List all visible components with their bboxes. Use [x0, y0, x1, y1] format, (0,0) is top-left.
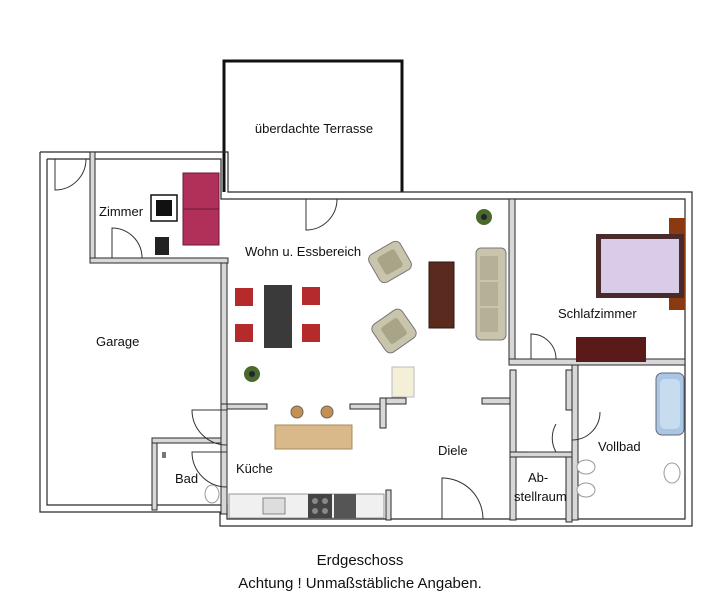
sink-icon: [576, 482, 596, 498]
dining-chair: [235, 288, 253, 306]
bar-stool: [290, 405, 304, 419]
side-table: [391, 366, 415, 398]
sofa: [475, 247, 507, 341]
armchair: [371, 308, 417, 354]
label-terrasse: überdachte Terrasse: [255, 121, 373, 136]
kitchen-island: [274, 424, 353, 450]
label-diele: Diele: [438, 443, 468, 458]
sink: [262, 497, 286, 515]
chair: [155, 237, 169, 255]
toilet-icon: [663, 462, 681, 484]
label-bad: Bad: [175, 471, 198, 486]
label-garage: Garage: [96, 334, 139, 349]
label-zimmer: Zimmer: [99, 204, 144, 219]
outer-walls: [39, 151, 693, 527]
plan-caption-title: Erdgeschoss: [316, 552, 404, 569]
coffee-table: [428, 261, 455, 329]
label-vollbad: Vollbad: [598, 439, 641, 454]
label-wohn: Wohn u. Essbereich: [245, 244, 361, 259]
toilet-icon: [204, 484, 220, 504]
sink-icon: [576, 459, 596, 475]
armchair: [368, 240, 412, 284]
stove: [308, 494, 332, 518]
label-abstell-2: stellraum: [514, 489, 567, 504]
bar-stool: [320, 405, 334, 419]
bed-sheet: [601, 239, 679, 293]
zimmer-furniture: [150, 172, 220, 255]
terrace: [222, 59, 404, 192]
room-labels: überdachte Terrasse Zimmer Wohn u. Essbe…: [96, 121, 641, 504]
dining-chair: [302, 287, 320, 305]
dresser: [576, 337, 646, 362]
bedroom-furniture: [576, 218, 685, 362]
bath-fixtures: [162, 372, 685, 504]
label-abstell-1: Ab-: [528, 470, 548, 485]
plant-icon: [244, 366, 260, 382]
label-schlaf: Schlafzimmer: [558, 306, 637, 321]
oven: [334, 494, 356, 518]
dining-table: [264, 285, 292, 348]
plan-caption-note: Achtung ! Unmaßstäbliche Angaben.: [238, 575, 482, 592]
label-kueche: Küche: [236, 461, 273, 476]
doors: [54, 158, 601, 520]
kitchen-furniture: [228, 405, 385, 519]
living-furniture: [235, 209, 507, 398]
shower-icon: [162, 452, 166, 458]
plant-icon: [476, 209, 492, 225]
kitchen-counter: [228, 493, 385, 519]
dining-chair: [235, 324, 253, 342]
dining-chair: [302, 324, 320, 342]
